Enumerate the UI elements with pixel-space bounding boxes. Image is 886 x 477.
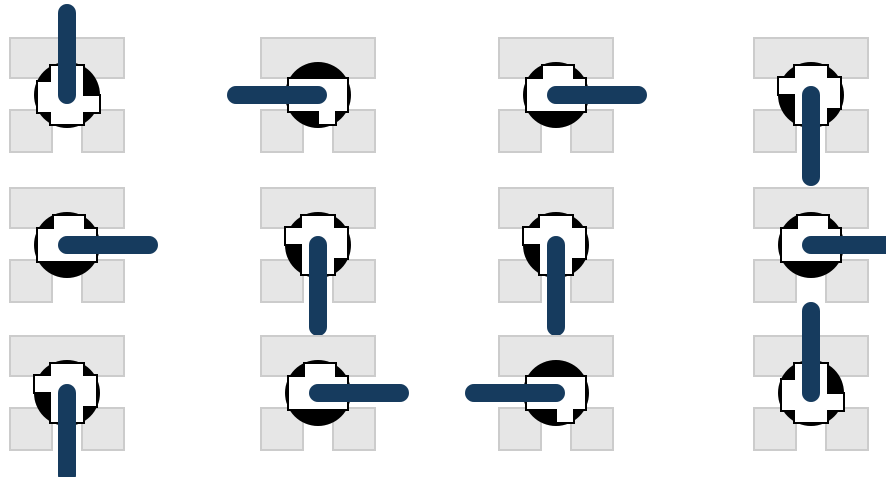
symbol-r1c4 [754,38,868,177]
symbol-r2c3 [499,188,613,327]
symbol-r2c2 [261,188,375,327]
symbol-r3c3 [474,336,613,450]
symbol-r2c1 [10,188,149,302]
symbol-r2c4 [754,188,886,302]
symbol-r3c1 [10,336,124,475]
symbol-r3c2 [261,336,400,450]
symbol-r3c4 [754,311,868,450]
symbol-r1c3 [499,38,638,152]
symbol-r1c1 [10,13,124,152]
symbol-r1c2 [236,38,375,152]
